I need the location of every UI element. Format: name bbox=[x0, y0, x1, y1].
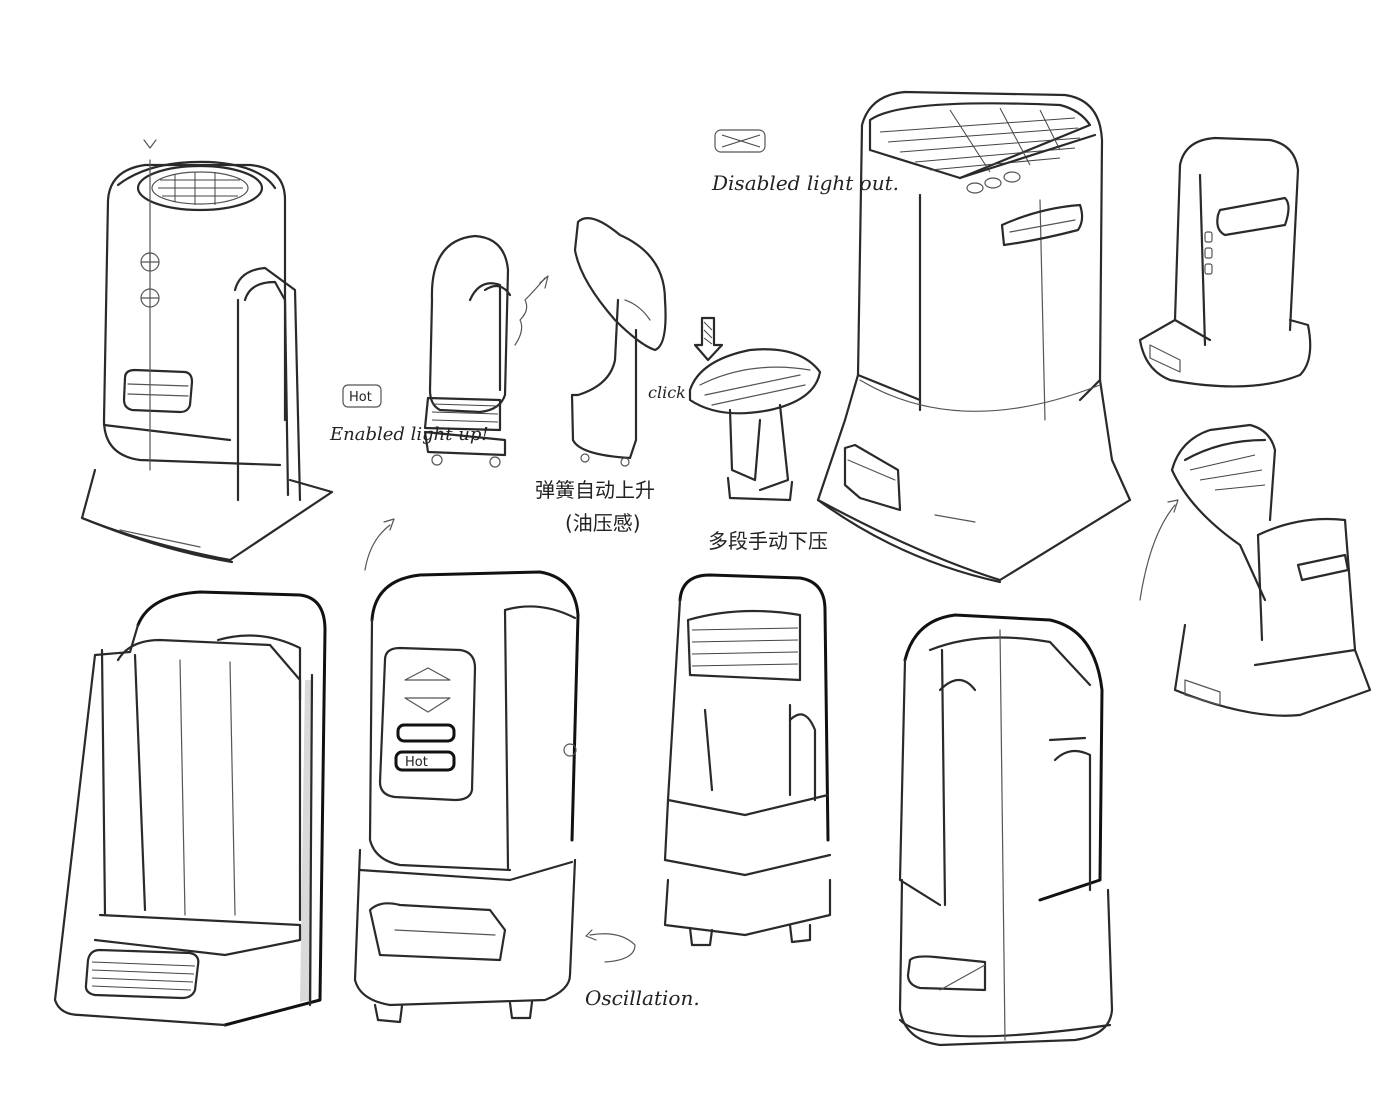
note-disabled-light-out: Disabled light out. bbox=[711, 171, 899, 195]
sketch-tilted-heater bbox=[1139, 423, 1372, 717]
sketch-compact-heater bbox=[1138, 136, 1312, 388]
panel-hot-label: Hot bbox=[405, 755, 428, 770]
sketch-heater-u-stand bbox=[80, 139, 334, 564]
disabled-badge-sketch bbox=[714, 129, 766, 153]
sketch-open-frame bbox=[53, 590, 327, 1027]
sketch-large-tower bbox=[816, 90, 1132, 584]
note-oscillation: Oscillation. bbox=[585, 986, 700, 1010]
sketch-press-down bbox=[688, 316, 822, 502]
note-enabled-light-up: Enabled light up! bbox=[329, 424, 489, 445]
sketch-tall-tower bbox=[898, 613, 1114, 1047]
note-spring-lift-sub: (油压感) bbox=[565, 511, 641, 535]
note-click: click bbox=[648, 383, 686, 402]
note-spring-lift: 弹簧自动上升 bbox=[535, 478, 655, 502]
note-manual-press: 多段手动下压 bbox=[708, 529, 828, 553]
sketch-back-view bbox=[663, 573, 832, 947]
sketch-panel-heater: Hot bbox=[353, 518, 636, 1024]
hot-badge-sketch: Hot bbox=[342, 384, 382, 408]
sketch-profile-sequence bbox=[423, 217, 667, 468]
hot-badge-label: Hot bbox=[349, 390, 372, 405]
